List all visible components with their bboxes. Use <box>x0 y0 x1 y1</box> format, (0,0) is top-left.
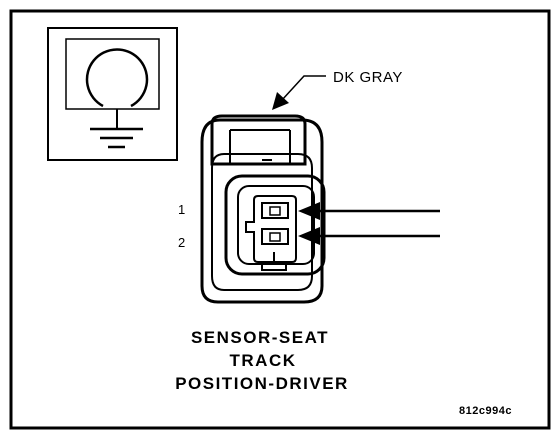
connector-key <box>261 262 287 271</box>
connector-title: SENSOR-SEAT TRACK POSITION-DRIVER <box>175 328 349 393</box>
pin-2-terminal <box>261 228 289 245</box>
sensor-circle-symbol <box>85 48 149 108</box>
pin-2-number: 2 <box>178 235 185 250</box>
ground-symbol-inset <box>47 27 178 161</box>
connector-housing-inner <box>211 153 313 291</box>
wire-color-callout: DK GRAY <box>272 69 403 110</box>
inset-frame <box>47 27 178 161</box>
title-line-2: TRACK <box>230 351 297 370</box>
outer-frame <box>9 9 551 430</box>
connector-housing <box>200 118 324 304</box>
pin-2-wire <box>298 227 440 245</box>
wire-color-label: DK GRAY <box>333 69 403 86</box>
title-line-1: SENSOR-SEAT <box>191 328 329 347</box>
title-line-3: POSITION-DRIVER <box>175 374 349 393</box>
pin-2-arrowhead <box>298 227 320 245</box>
pin-1-contact <box>269 206 281 216</box>
figure-code: 812c994c <box>459 405 512 417</box>
pin-2-contact <box>269 232 281 242</box>
sensor-symbol-box <box>65 38 160 110</box>
pin-1-terminal <box>261 202 289 219</box>
pin-1-wire <box>298 202 440 220</box>
callout-arrowhead <box>272 92 289 110</box>
connector-body <box>200 114 326 304</box>
terminal-cavity <box>245 195 297 263</box>
pin-1-number: 1 <box>178 202 185 217</box>
callout-leader-line <box>281 75 326 101</box>
connector-face <box>224 174 326 276</box>
pin-1-arrowhead <box>298 202 320 220</box>
connector-latch <box>210 114 307 166</box>
connector-face-inner <box>237 185 315 265</box>
